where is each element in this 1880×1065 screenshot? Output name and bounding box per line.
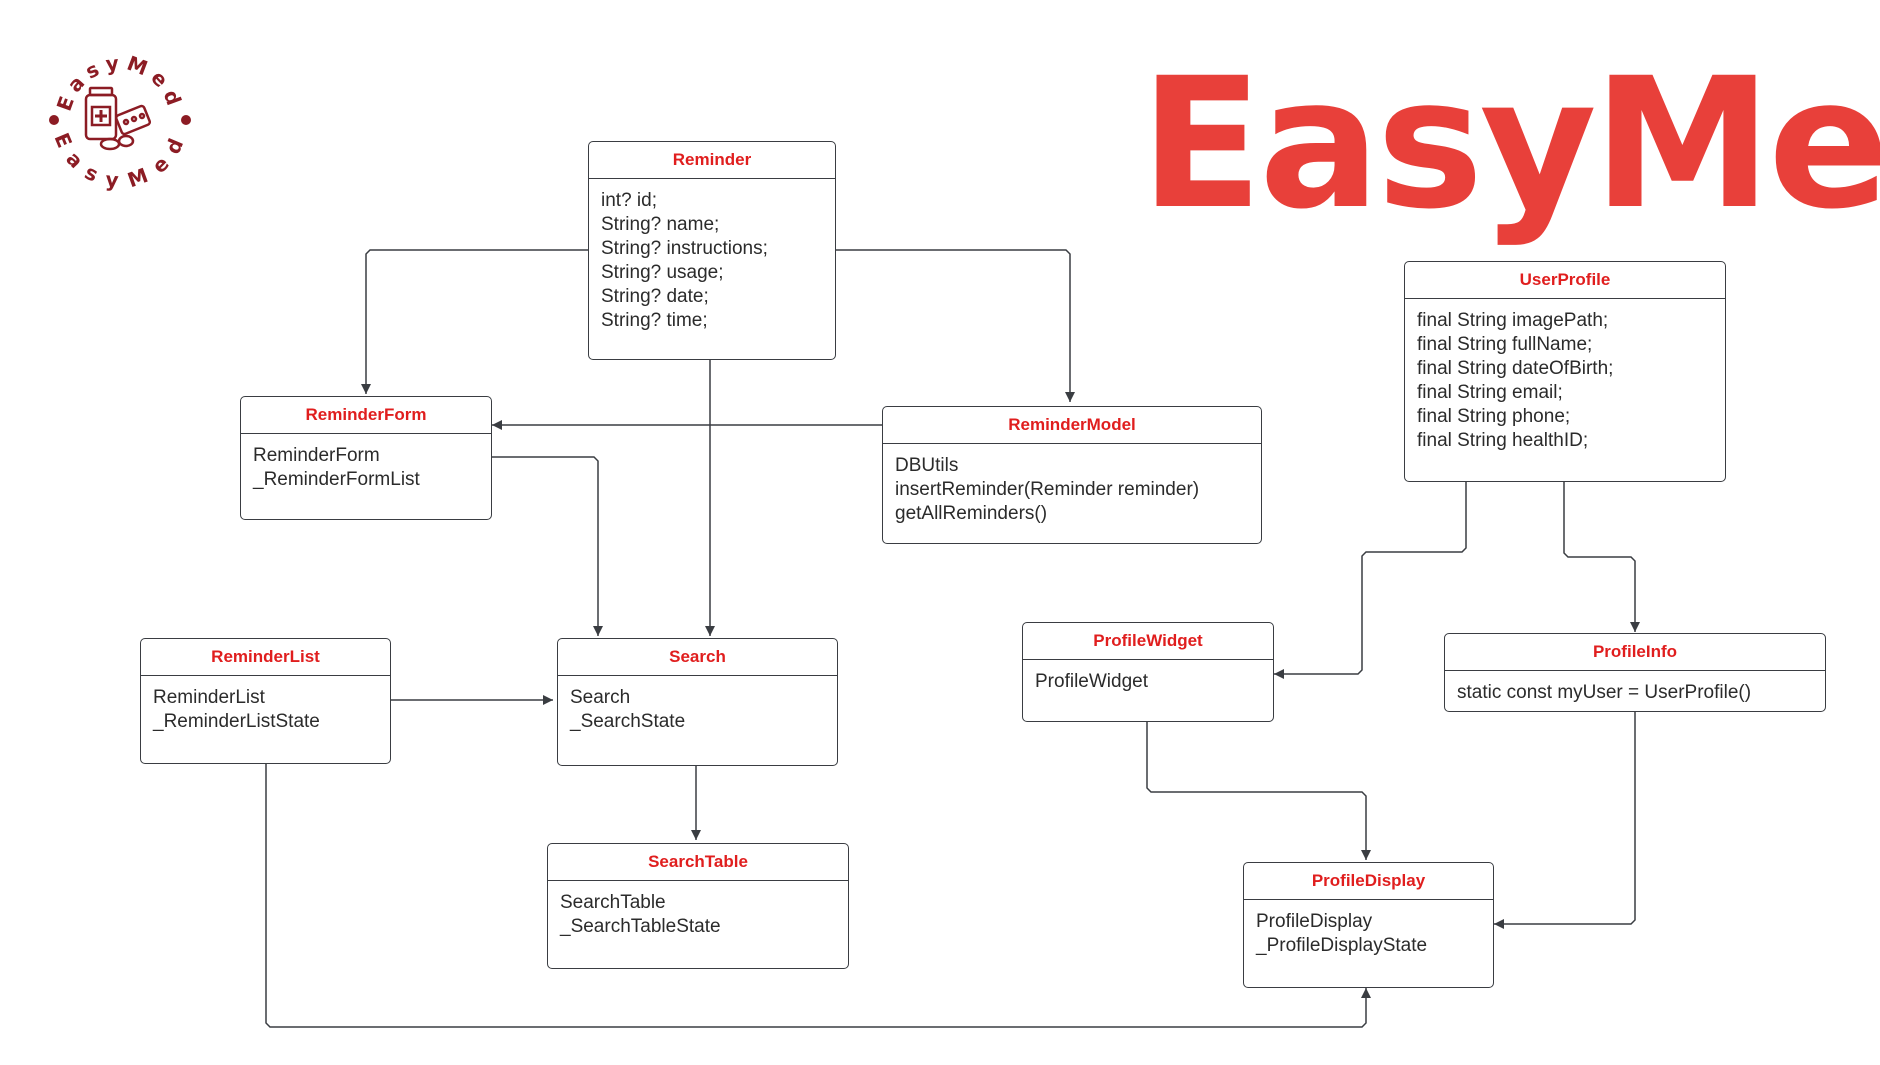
member-line: static const myUser = UserProfile() bbox=[1457, 682, 1752, 703]
class-name: ReminderForm bbox=[241, 397, 491, 434]
class-name: ProfileInfo bbox=[1445, 634, 1825, 671]
class-name: ReminderList bbox=[141, 639, 390, 676]
class-members: static const myUser = UserProfile() bbox=[1445, 671, 1825, 705]
class-name: ProfileWidget bbox=[1023, 623, 1273, 660]
class-box-userprofile: UserProfile final String imagePath; fina… bbox=[1404, 261, 1726, 482]
edge-profileinfo-to-profiledisplay bbox=[1494, 712, 1636, 929]
member-line: String? time; bbox=[601, 310, 708, 331]
member-line: _SearchState bbox=[570, 711, 686, 732]
member-line: DBUtils bbox=[895, 455, 959, 476]
member-line: insertReminder(Reminder reminder) bbox=[895, 479, 1200, 500]
member-line: ProfileDisplay bbox=[1256, 911, 1373, 932]
member-line: final String fullName; bbox=[1417, 334, 1593, 355]
edge-reminder-to-reminderform bbox=[361, 249, 588, 394]
edge-reminderlist-to-profiledisplay bbox=[265, 764, 1371, 1028]
class-box-searchtable: SearchTable SearchTable _SearchTableStat… bbox=[547, 843, 849, 969]
class-name: SearchTable bbox=[548, 844, 848, 881]
member-line: final String email; bbox=[1417, 382, 1563, 403]
class-members: SearchTable _SearchTableState bbox=[548, 881, 848, 939]
member-line: ReminderForm bbox=[253, 445, 380, 466]
svg-text:EasyMed: EasyMed bbox=[52, 50, 189, 114]
member-line: _SearchTableState bbox=[560, 916, 721, 937]
member-line: _ReminderListState bbox=[153, 711, 320, 732]
easymed-logo: EasyMed EasyMed bbox=[40, 40, 200, 200]
class-box-reminderlist: ReminderList ReminderList _ReminderListS… bbox=[140, 638, 391, 764]
class-members: DBUtils insertReminder(Reminder reminder… bbox=[883, 444, 1261, 526]
member-line: String? instructions; bbox=[601, 238, 768, 259]
member-line: getAllReminders() bbox=[895, 503, 1048, 524]
edge-userprofile-to-profileinfo bbox=[1563, 482, 1640, 632]
class-members: final String imagePath; final String ful… bbox=[1405, 299, 1725, 453]
edge-profilewidget-to-profiledisplay bbox=[1146, 722, 1371, 860]
class-members: Search _SearchState bbox=[558, 676, 837, 734]
member-line: final String dateOfBirth; bbox=[1417, 358, 1614, 379]
class-name: Search bbox=[558, 639, 837, 676]
class-box-remindermodel: ReminderModel DBUtils insertReminder(Rem… bbox=[882, 406, 1262, 544]
class-box-reminder: Reminder int? id; String? name; String? … bbox=[588, 141, 836, 360]
member-line: final String imagePath; bbox=[1417, 310, 1609, 331]
pill-blister-icon bbox=[115, 104, 151, 136]
class-members: ReminderForm _ReminderFormList bbox=[241, 434, 491, 492]
medicine-bottle-icon bbox=[84, 86, 118, 141]
member-line: String? date; bbox=[601, 286, 709, 307]
member-line: _ProfileDisplayState bbox=[1256, 935, 1428, 956]
edge-reminder-to-remindermodel bbox=[836, 249, 1075, 402]
class-box-profiledisplay: ProfileDisplay ProfileDisplay _ProfileDi… bbox=[1243, 862, 1494, 988]
member-line: int? id; bbox=[601, 190, 657, 211]
class-box-profilewidget: ProfileWidget ProfileWidget bbox=[1022, 622, 1274, 722]
member-line: Search bbox=[570, 687, 631, 708]
class-name: UserProfile bbox=[1405, 262, 1725, 299]
class-name: ReminderModel bbox=[883, 407, 1261, 444]
class-members: ProfileDisplay _ProfileDisplayState bbox=[1244, 900, 1493, 958]
class-name: Reminder bbox=[589, 142, 835, 179]
edge-reminderform-to-search bbox=[492, 456, 603, 636]
member-line: ProfileWidget bbox=[1035, 671, 1148, 692]
member-line: ReminderList bbox=[153, 687, 265, 708]
edge-userprofile-to-profilewidget bbox=[1274, 482, 1467, 679]
class-members: ReminderList _ReminderListState bbox=[141, 676, 390, 734]
member-line: SearchTable bbox=[560, 892, 666, 913]
member-line: String? name; bbox=[601, 214, 720, 235]
class-members: ProfileWidget bbox=[1023, 660, 1273, 694]
class-box-reminderform: ReminderForm ReminderForm _ReminderFormL… bbox=[240, 396, 492, 520]
class-box-profileinfo: ProfileInfo static const myUser = UserPr… bbox=[1444, 633, 1826, 712]
class-name: ProfileDisplay bbox=[1244, 863, 1493, 900]
member-line: _ReminderFormList bbox=[253, 469, 420, 490]
page-title: EasyMed bbox=[1140, 40, 1880, 249]
member-line: final String phone; bbox=[1417, 406, 1571, 427]
member-line: final String healthID; bbox=[1417, 430, 1589, 451]
tablets-icon bbox=[99, 134, 135, 151]
member-line: String? usage; bbox=[601, 262, 724, 283]
class-members: int? id; String? name; String? instructi… bbox=[589, 179, 835, 333]
class-box-search: Search Search _SearchState bbox=[557, 638, 838, 766]
